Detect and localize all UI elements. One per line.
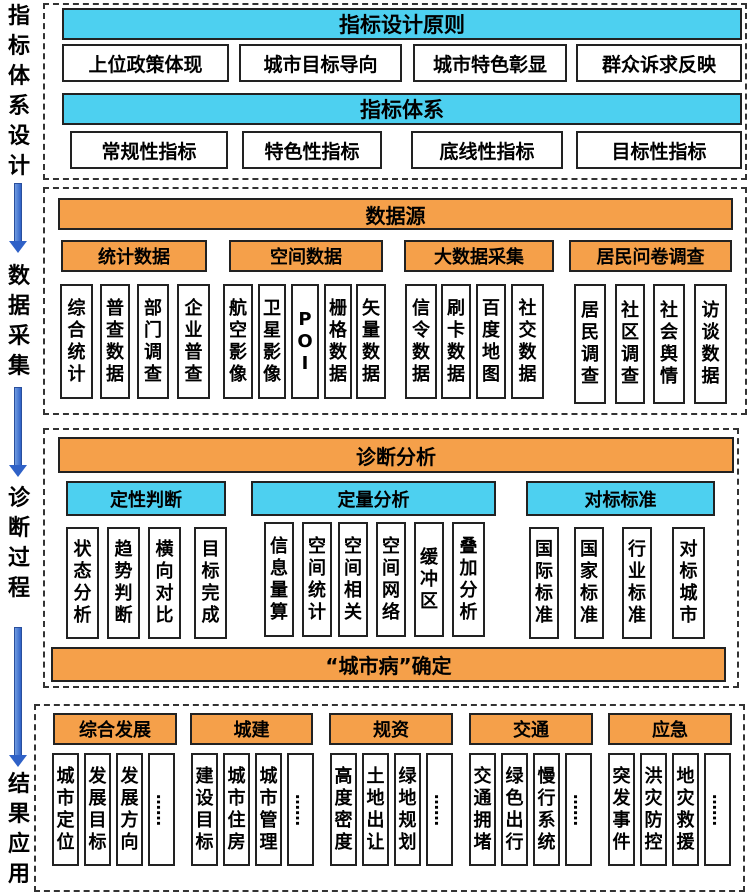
ellipsis-item: …… — [287, 753, 314, 866]
stage-label-application: 结果应用 — [2, 770, 36, 890]
data-item: 社交数据 — [511, 284, 544, 399]
application-item: 绿色出行 — [501, 753, 528, 866]
application-item: 地灾救援 — [672, 753, 699, 866]
data-item: 卫星影像 — [258, 284, 286, 399]
indicator-box: 特色性指标 — [242, 131, 382, 169]
ellipsis-item: …… — [426, 753, 453, 866]
group-header: 定量分析 — [251, 481, 496, 516]
group-header: 空间数据 — [229, 240, 383, 272]
application-item: 交通拥堵 — [469, 753, 496, 866]
analysis-item: 空间网络 — [376, 522, 406, 637]
stage-label-collection: 数据采集 — [2, 262, 36, 382]
indicator-box: 常规性指标 — [70, 131, 228, 169]
analysis-item: 行业标准 — [622, 527, 652, 639]
application-item: 城市管理 — [255, 753, 282, 866]
application-item: 高度密度 — [330, 753, 357, 866]
group-header: 规资 — [329, 713, 453, 745]
analysis-item: 趋势判断 — [107, 527, 140, 639]
analysis-item: 状态分析 — [66, 527, 99, 639]
city-disease-bar: “城市病”确定 — [51, 647, 726, 682]
data-item: 百度地图 — [476, 284, 506, 399]
group-header: 居民问卷调查 — [569, 240, 732, 272]
ellipsis-item: …… — [148, 753, 175, 866]
data-item: 社会舆情 — [653, 284, 685, 404]
stage-label-design: 指标体系设计 — [2, 2, 36, 182]
data-item: 矢量数据 — [356, 284, 386, 399]
analysis-item: 缓冲区 — [414, 522, 444, 637]
stage-text: 指标体系设计 — [7, 4, 30, 179]
section-indicator-design — [43, 3, 747, 180]
section-application — [34, 704, 745, 892]
data-item: 部门调查 — [137, 284, 169, 399]
application-item: 突发事件 — [608, 753, 635, 866]
group-header: 应急 — [608, 713, 732, 745]
analysis-item: 国际标准 — [529, 527, 559, 639]
data-item: 信令数据 — [405, 284, 437, 399]
application-item: 绿地规划 — [394, 753, 421, 866]
down-arrow-icon — [9, 387, 27, 477]
data-item: 企业普查 — [177, 284, 210, 399]
principle-box: 城市目标导向 — [239, 44, 402, 82]
application-item: 慢行系统 — [533, 753, 560, 866]
principles-title: 指标设计原则 — [62, 8, 742, 40]
data-item: 居民调查 — [574, 284, 606, 404]
ellipsis-item: …… — [704, 753, 731, 866]
stage-text: 数据采集 — [7, 264, 30, 379]
indicator-box: 底线性指标 — [411, 131, 563, 169]
application-item: 城市定位 — [52, 753, 79, 866]
analysis-item: 空间相关 — [338, 522, 368, 637]
group-header: 交通 — [469, 713, 593, 745]
system-title: 指标体系 — [62, 93, 742, 125]
data-item: 栅格数据 — [324, 284, 352, 399]
data-item: 航空影像 — [223, 284, 253, 399]
group-header: 统计数据 — [61, 240, 207, 272]
principle-box: 上位政策体现 — [62, 44, 229, 82]
data-item: 刷卡数据 — [441, 284, 471, 399]
group-header: 对标标准 — [526, 481, 715, 516]
down-arrow-icon — [9, 183, 27, 253]
application-item: 土地出让 — [362, 753, 389, 866]
application-item: 发展方向 — [116, 753, 143, 866]
application-item: 城市住房 — [223, 753, 250, 866]
application-item: 发展目标 — [84, 753, 111, 866]
down-arrow-icon — [9, 627, 27, 767]
analysis-item: 空间统计 — [302, 522, 332, 637]
analysis-item: 对标城市 — [672, 527, 705, 639]
data-item: 社区调查 — [615, 284, 645, 404]
data-item: 访谈数据 — [694, 284, 727, 404]
ellipsis-item: …… — [565, 753, 592, 866]
group-header: 综合发展 — [53, 713, 177, 745]
section-diagnosis — [43, 428, 739, 688]
data-item: 综合统计 — [60, 284, 93, 399]
analysis-item: 国家标准 — [574, 527, 604, 639]
analysis-item: 横向对比 — [148, 527, 181, 639]
analysis-item: 目标完成 — [194, 527, 227, 639]
stage-text: 结果应用 — [7, 772, 30, 887]
data-item: 普查数据 — [100, 284, 130, 399]
stage-label-diagnosis: 诊断过程 — [2, 484, 36, 604]
group-header: 定性判断 — [66, 481, 226, 516]
analysis-item: 叠加分析 — [452, 522, 485, 637]
diagnosis-title: 诊断分析 — [58, 437, 734, 473]
group-header: 城建 — [190, 713, 313, 745]
group-header: 大数据采集 — [404, 240, 554, 272]
principle-box: 城市特色彰显 — [413, 44, 567, 82]
analysis-item: 信息量算 — [264, 522, 294, 637]
indicator-box: 目标性指标 — [576, 131, 742, 169]
principle-box: 群众诉求反映 — [576, 44, 742, 82]
application-item: 建设目标 — [191, 753, 218, 866]
application-item: 洪灾防控 — [640, 753, 667, 866]
data-source-title: 数据源 — [58, 198, 733, 230]
stage-text: 诊断过程 — [7, 486, 30, 601]
section-data-collection — [43, 187, 747, 415]
